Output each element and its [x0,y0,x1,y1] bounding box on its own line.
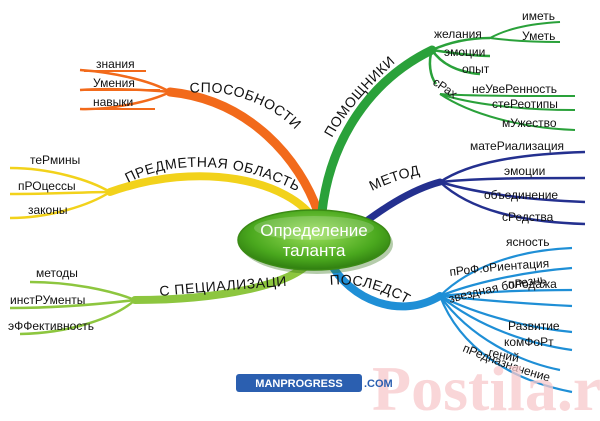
method-item-means: сРедства [502,210,554,224]
method-item-union: объединение [484,188,558,202]
watermark-manprogress: MANPROGRESS .COM [236,374,393,392]
watermark-site-name: MANPROGRESS [255,378,342,390]
specialization-item-methods: методы [36,266,78,280]
specialization-item-tools: инстРУменты [10,293,85,307]
consequences-item-comfort: комФоРт [504,335,554,349]
branch-subject-area: ПРЕДМЕТНАЯ ОБЛАСТЬ теРмины пРОцессы зако… [9,153,320,226]
helpers-item-desires: желания [434,27,482,41]
abilities-item-knowledge: знания [96,57,135,71]
method-item-emotions: эмоции [504,164,545,178]
fear-sub-uncertainty: неУвеРенность [472,82,557,96]
helpers-title: ПОМОЩНИКИ [321,53,398,140]
watermark-postila-text: Postila.ru [372,353,600,421]
helpers-item-experience: опыт [462,62,490,76]
center-title-line2: таланта [283,241,346,260]
subject-item-terms: теРмины [30,153,80,167]
center-title-line1: Определение [260,221,368,240]
desire-sub-have: иметь [522,9,555,23]
consequences-item-development: Развитие [508,319,560,333]
branch-method: МЕТОД матеРиализация эмоции объединение … [348,139,586,236]
fear-sub-stereotypes: стеРеотипы [492,97,558,111]
abilities-item-habits: навыки [93,95,133,109]
center-node: Определение таланта [237,209,393,274]
helpers-item-emotions: эмоции [444,45,485,59]
watermark-overlay: Postila.ru [372,353,600,421]
consequences-item-sale: пРодажа [508,277,557,291]
fear-sub-courage: мУжество [502,116,557,130]
abilities-item-skills: Умения [93,76,135,90]
subject-item-processes: пРОцессы [18,179,76,193]
consequences-item-genius: гений [487,345,520,365]
specialization-title: С ПЕЦИАЛИЗАЦИЯ [0,0,287,299]
subject-item-laws: законы [28,203,68,217]
method-item-materialization: матеРиализация [470,139,564,153]
desire-sub-able: Уметь [522,29,555,43]
specialization-item-efficiency: эФФективность [8,319,94,333]
watermark-site-suffix: .COM [364,378,393,390]
consequences-item-clarity: ясность [506,235,550,249]
